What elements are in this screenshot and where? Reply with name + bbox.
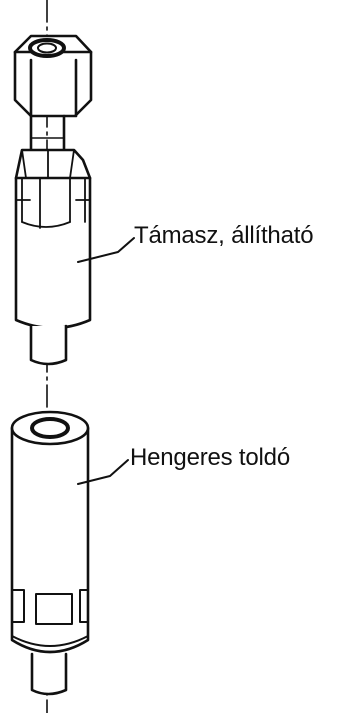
extension-cylinder (10, 426, 90, 654)
extension-slots (11, 589, 89, 647)
extension-pin (30, 652, 68, 696)
cylindrical-extension-part (10, 410, 90, 696)
label-adjustable-support: Támasz, állítható (134, 222, 314, 249)
support-body (14, 148, 92, 330)
extension-bore (30, 417, 70, 439)
adjustable-support-part (13, 34, 93, 366)
hex-nut (13, 34, 93, 118)
extension-top-ring (10, 410, 90, 446)
label-cylindrical-extension: Hengeres toldó (130, 444, 290, 471)
threaded-shaft (29, 114, 66, 154)
leader-line-support (77, 237, 135, 263)
support-pin (29, 324, 68, 366)
leader-line-extension (77, 459, 129, 485)
